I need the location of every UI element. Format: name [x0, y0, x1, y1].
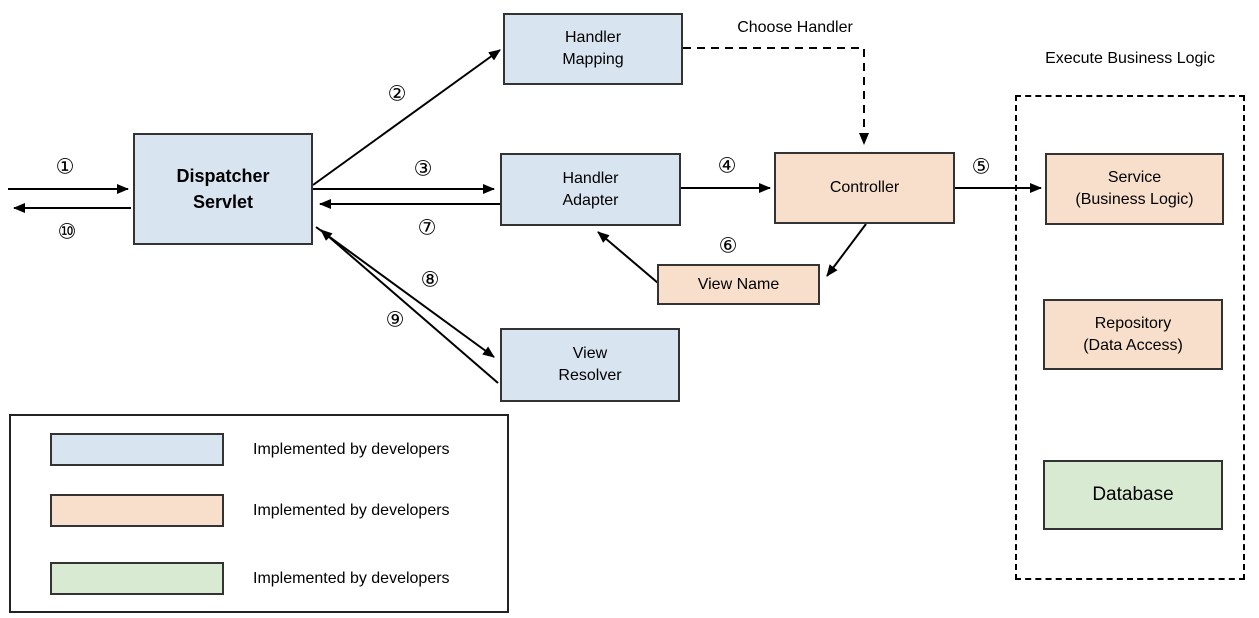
step-10-badge: ⑩	[57, 219, 77, 244]
execute-business-logic-container	[1015, 95, 1245, 580]
step-2-badge: ②	[387, 81, 407, 106]
view-resolver-node: View Resolver	[500, 328, 680, 402]
legend-box: Implemented by developers Implemented by…	[9, 414, 509, 613]
step-9-badge: ⑨	[385, 307, 405, 332]
handler-adapter-node: Handler Adapter	[500, 153, 681, 226]
legend-label-blue: Implemented by developers	[253, 440, 450, 458]
arrow-step6-view-name-to-adapter	[597, 231, 659, 284]
service-node: Service (Business Logic)	[1045, 153, 1224, 225]
step-5-badge: ⑤	[971, 154, 991, 179]
handler-mapping-node: Handler Mapping	[503, 13, 683, 85]
step-1-badge: ①	[55, 154, 75, 179]
view-name-node: View Name	[657, 264, 820, 305]
legend-swatch-blue	[50, 433, 224, 466]
step-7-badge: ⑦	[417, 215, 437, 240]
arrow-step2-to-handler-mapping	[312, 49, 501, 186]
arrow-step8-to-view-resolver	[315, 226, 495, 358]
legend-label-green: Implemented by developers	[253, 569, 450, 587]
execute-business-logic-title: Execute Business Logic	[1045, 50, 1215, 67]
dashed-arrow-choose-handler	[683, 47, 869, 145]
arrow-controller-to-view-name	[826, 223, 867, 277]
repository-node: Repository (Data Access)	[1043, 299, 1223, 370]
legend-label-peach: Implemented by developers	[253, 501, 450, 519]
choose-handler-label: Choose Handler	[737, 19, 853, 36]
database-node: Database	[1043, 460, 1223, 530]
dispatcher-servlet-node: Dispatcher Servlet	[133, 133, 313, 245]
legend-swatch-green	[50, 562, 224, 595]
arrow-step9-back-to-dispatcher	[320, 229, 499, 384]
step-4-badge: ④	[717, 153, 737, 178]
step-8-badge: ⑧	[420, 267, 440, 292]
controller-node: Controller	[774, 152, 955, 224]
step-3-badge: ③	[413, 156, 433, 181]
legend-swatch-peach	[50, 494, 224, 527]
step-6-badge: ⑥	[718, 233, 738, 258]
